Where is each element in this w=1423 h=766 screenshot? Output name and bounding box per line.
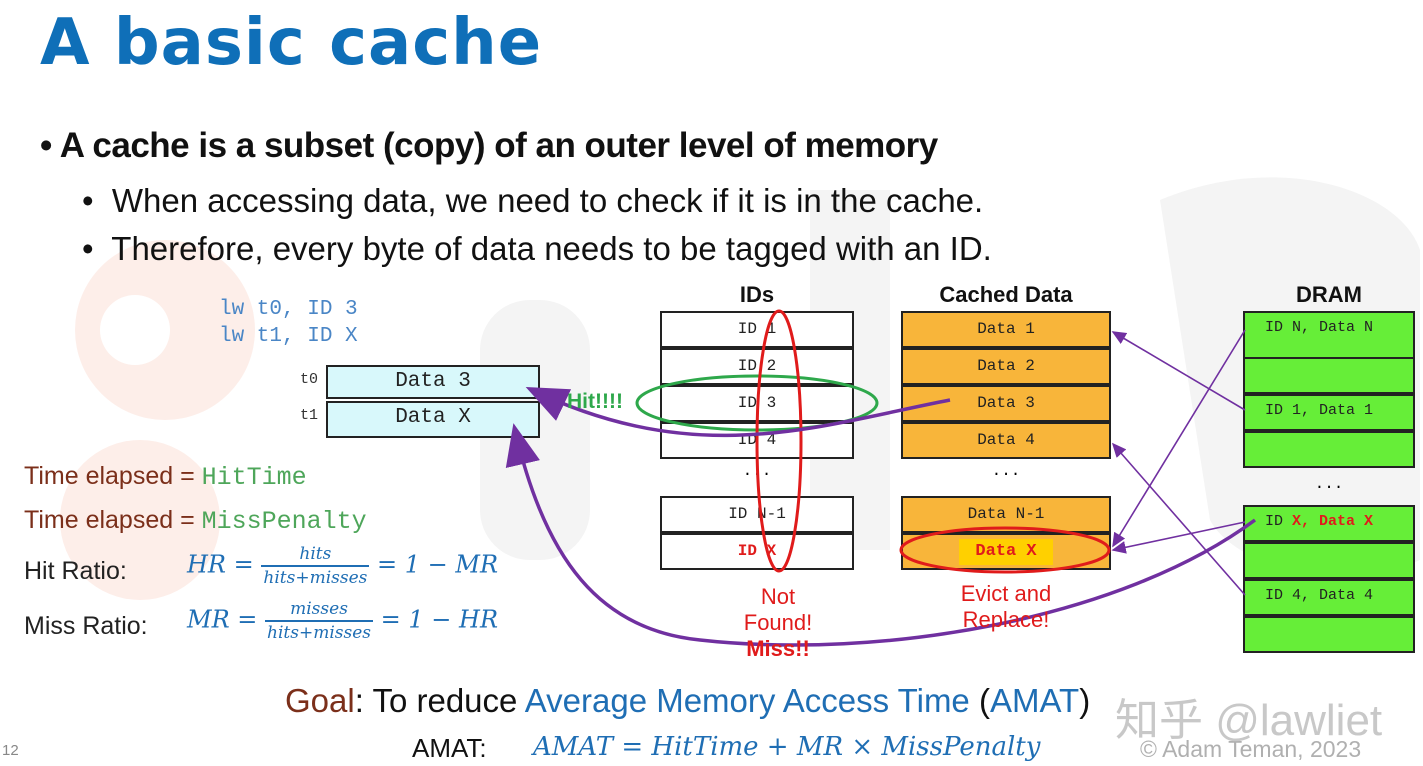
dram-arrow-2	[1112, 329, 1246, 548]
dram-ellipsis: ...	[1314, 475, 1344, 493]
dram-arrow-4	[1111, 521, 1246, 554]
mr-denominator: hits+misses	[265, 620, 374, 643]
id-cell-miss: ID X	[660, 533, 854, 570]
evict-line-1: Evict and	[960, 581, 1052, 606]
amat-abbr: AMAT	[989, 682, 1080, 719]
cached-cell: Data 4	[901, 422, 1111, 459]
amat-formula: AMAT = HitTime + MR × MissPenalty	[533, 732, 1041, 762]
cached-header: Cached Data	[939, 282, 1073, 307]
watermark: 知乎 @lawliet	[1115, 696, 1383, 745]
bullet-sub-2: • Therefore, every byte of data needs to…	[82, 230, 992, 267]
register-t1: Data X	[326, 401, 540, 438]
hr-denominator: hits+misses	[261, 565, 370, 588]
hit-ratio-label: Hit Ratio:	[24, 557, 127, 585]
not-found-line-2: Found!	[743, 610, 813, 635]
evict-label: Evict and Replace!	[920, 581, 1092, 633]
hit-arrow	[525, 386, 951, 438]
bullet-main-text: A cache is a subset (copy) of an outer l…	[59, 126, 939, 165]
register-t0: Data 3	[326, 365, 540, 399]
dram-cell	[1243, 431, 1415, 468]
miss-penalty-value: MissPenalty	[201, 507, 367, 536]
miss-arrow	[505, 423, 1257, 647]
goal-open-paren: (	[969, 682, 990, 719]
time-elapsed-label: Time elapsed =	[24, 506, 202, 534]
slide-title: A basic cache	[40, 6, 543, 80]
cached-ellipsis: ...	[991, 462, 1021, 480]
dram-cell: ID 1, Data 1	[1243, 394, 1415, 431]
dram-x-highlight: X, Data X	[1292, 513, 1374, 530]
bullet-sub-2-text: Therefore, every byte of data needs to b…	[111, 230, 992, 267]
replace-ellipse	[899, 526, 1111, 574]
hit-time-value: HitTime	[201, 463, 307, 492]
page-number: 12	[2, 742, 19, 759]
ids-header: IDs	[739, 282, 775, 307]
hit-label: Hit!!!!	[567, 390, 623, 413]
goal-close-paren: )	[1079, 682, 1091, 719]
hr-lhs: HR =	[187, 550, 254, 579]
dram-cell	[1243, 616, 1415, 653]
dram-x-prefix: ID	[1265, 513, 1293, 530]
dram-cell: ID 4, Data 4	[1243, 579, 1415, 616]
dram-cell	[1243, 357, 1415, 394]
evict-line-2: Replace!	[962, 607, 1050, 632]
copyright: © Adam Teman, 2023	[1140, 736, 1362, 762]
register-label-t0: t0	[300, 371, 319, 388]
bullet-sub-1: • When accessing data, we need to check …	[82, 182, 984, 219]
dram-cell	[1243, 542, 1415, 579]
dram-cell-x: ID X, Data X	[1243, 505, 1415, 542]
dram-cell: ID N, Data N	[1243, 311, 1415, 359]
goal-line: Goal: To reduce Average Memory Access Ti…	[285, 682, 1090, 720]
bullet-main: • A cache is a subset (copy) of an outer…	[40, 126, 939, 165]
replaced-data-label: Data X	[959, 539, 1053, 565]
hr-numerator: hits	[299, 544, 332, 564]
goal-word: Goal	[285, 682, 355, 719]
miss-label: Miss!!	[746, 636, 810, 661]
amat-label: AMAT:	[412, 733, 487, 763]
time-elapsed-hit: Time elapsed = HitTime	[24, 462, 307, 492]
id-cell: ID 1	[660, 311, 854, 348]
code-line-2: lw t1, ID X	[219, 325, 358, 348]
bullet-sub-1-text: When accessing data, we need to check if…	[111, 182, 984, 219]
cached-cell-replaced: Data X	[901, 533, 1111, 570]
mr-rhs: = 1 − HR	[380, 605, 499, 634]
time-elapsed-label: Time elapsed =	[24, 462, 202, 490]
dram-arrow-1	[1111, 331, 1246, 411]
not-found-label: Not Found! Miss!!	[728, 584, 828, 662]
search-ellipse	[755, 309, 803, 573]
goal-text: : To reduce	[354, 682, 525, 719]
mr-numerator: misses	[290, 599, 348, 619]
cached-cell: Data 2	[901, 348, 1111, 385]
dram-arrow-3	[1111, 442, 1246, 596]
dram-header: DRAM	[1296, 282, 1362, 307]
mr-lhs: MR =	[187, 605, 258, 634]
time-elapsed-miss: Time elapsed = MissPenalty	[24, 506, 367, 536]
not-found-line-1: Not	[760, 584, 796, 609]
id-cell: ID N-1	[660, 496, 854, 533]
cached-cell: Data 1	[901, 311, 1111, 348]
code-line-1: lw t0, ID 3	[219, 298, 358, 321]
hr-rhs: = 1 − MR	[377, 550, 499, 579]
miss-ratio-label: Miss Ratio:	[24, 612, 148, 640]
amat-full-name: Average Memory Access Time	[524, 682, 970, 719]
register-label-t1: t1	[300, 407, 319, 424]
